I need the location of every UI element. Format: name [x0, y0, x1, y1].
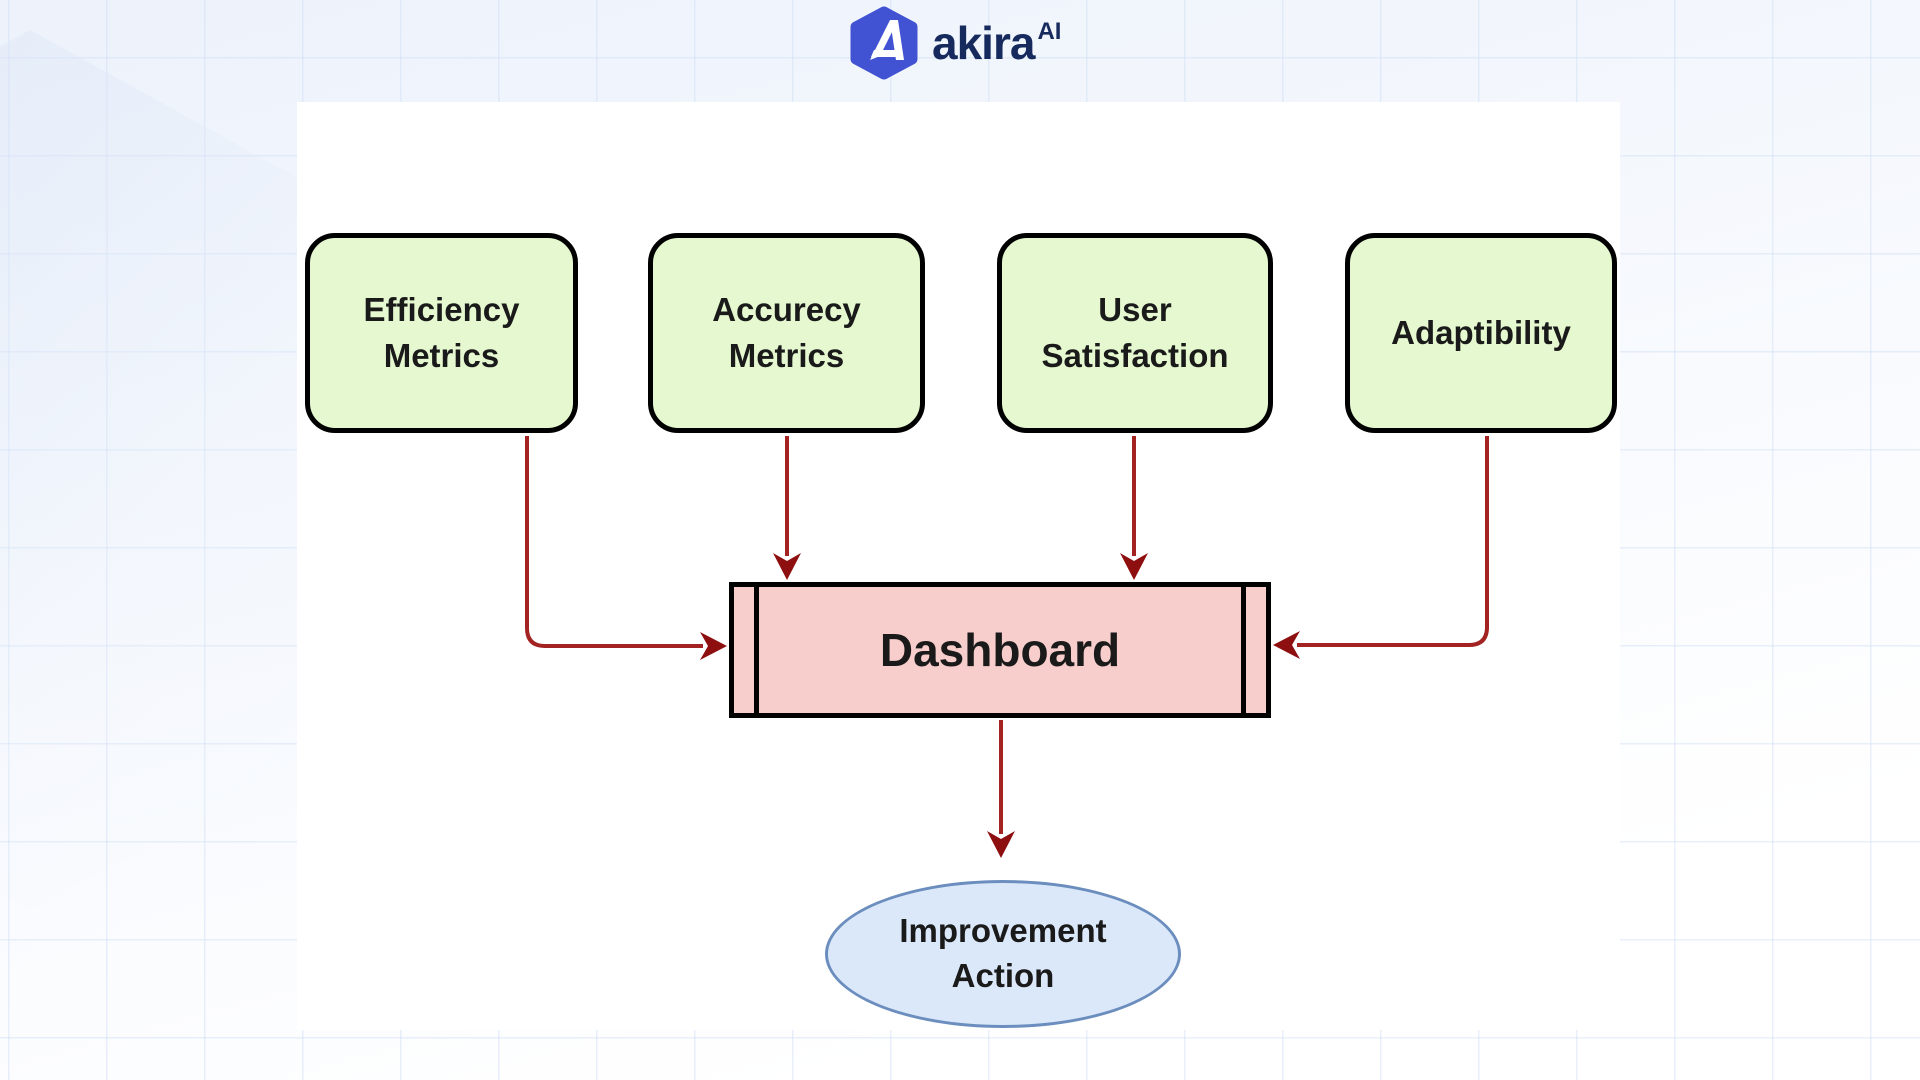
logo-brand-text: akira [932, 17, 1035, 69]
node-accuracy-metrics-label: Accurecy Metrics [712, 290, 861, 374]
logo-suffix-text: AI [1037, 17, 1062, 45]
dashboard-right-bar [1241, 587, 1246, 713]
akira-logo-icon [846, 6, 922, 80]
node-adaptability: Adaptibility [1345, 233, 1617, 433]
node-user-satisfaction: User Satisfaction [997, 233, 1273, 433]
node-improvement-action-label: Improvement Action [899, 912, 1107, 994]
node-accuracy-metrics: Accurecy Metrics [648, 233, 925, 433]
node-efficiency-metrics: Efficiency Metrics [305, 233, 578, 433]
node-adaptability-label: Adaptibility [1391, 313, 1571, 351]
node-dashboard: Dashboard [729, 582, 1271, 718]
node-improvement-action: Improvement Action [825, 880, 1181, 1028]
node-efficiency-metrics-label: Efficiency Metrics [363, 290, 520, 374]
dashboard-left-bar [754, 587, 759, 713]
node-dashboard-label: Dashboard [879, 624, 1121, 676]
node-user-satisfaction-label: User Satisfaction [1041, 290, 1229, 374]
